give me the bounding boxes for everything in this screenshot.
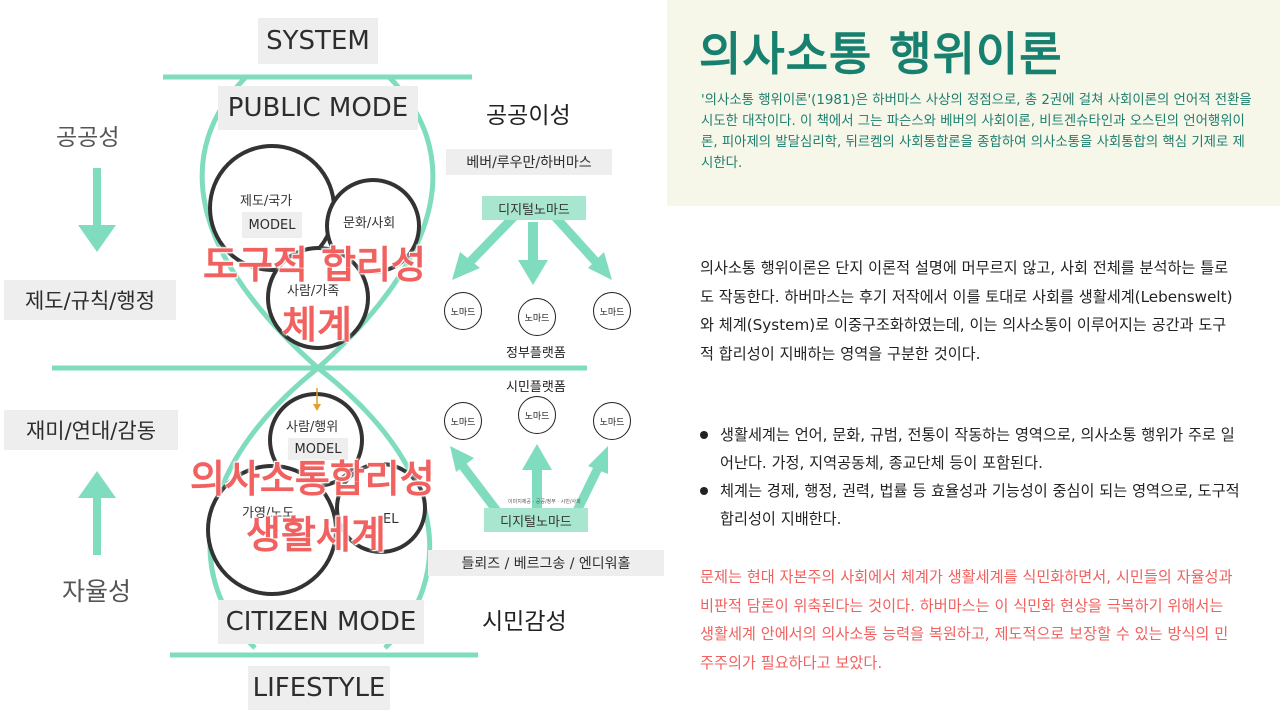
institution-state-label: 제도/국가	[240, 194, 293, 209]
system-red-label: 체계	[282, 303, 352, 347]
government-platform-label: 정부플랫폼	[506, 346, 566, 361]
instrumental-rationality-label: 도구적 합리성	[203, 243, 426, 287]
bullet-icon	[700, 431, 708, 439]
public-reason-label: 공공이성	[486, 103, 571, 129]
nomad-circle: 노마드	[593, 292, 631, 330]
top-model-label: MODEL	[242, 212, 302, 238]
public-mode-label: PUBLIC MODE	[218, 86, 418, 130]
diagram: SYSTEM PUBLIC MODE CITIZEN MODE LIFESTYL…	[4, 18, 664, 710]
list-item: 체계는 경제, 행정, 권력, 법률 등 효율성과 기능성이 중심이 되는 영역…	[700, 477, 1240, 533]
culture-society-label: 문화/사회	[343, 216, 396, 231]
article-paragraph: 의사소통 행위이론은 단지 이론적 설명에 머무르지 않고, 사회 전체를 분석…	[700, 259, 1233, 363]
nomad-circle: 노마드	[444, 402, 482, 440]
article-bullet-list: 생활세계는 언어, 문화, 규범, 전통이 작동하는 영역으로, 의사소통 행위…	[700, 421, 1240, 533]
fun-solidarity-emotion-label: 재미/연대/감동	[4, 410, 178, 450]
institution-rules-admin-label: 제도/규칙/행정	[4, 280, 176, 320]
citizen-mode-label: CITIZEN MODE	[218, 600, 424, 644]
lifestyle-label: LIFESTYLE	[248, 666, 390, 710]
lifeworld-red-label: 생활세계	[246, 513, 386, 557]
bottom-model-label: MODEL	[288, 438, 348, 460]
article-title: 의사소통 행위이론	[699, 27, 1063, 81]
citizen-platform-label: 시민플랫폼	[506, 380, 566, 395]
bullet-text: 생활세계는 언어, 문화, 규범, 전통이 작동하는 영역으로, 의사소통 행위…	[720, 426, 1235, 472]
tiny-caption: 이미지제공 · 공공/정부 · 시민/사회	[508, 499, 581, 505]
publicness-label: 공공성	[56, 125, 120, 151]
family-labor-label: 가영/노도	[242, 506, 295, 521]
list-item: 생활세계는 언어, 문화, 규범, 전통이 작동하는 영역으로, 의사소통 행위…	[700, 421, 1240, 477]
nomad-circle: 노마드	[518, 298, 556, 336]
nomad-circle: 노마드	[518, 396, 556, 434]
nomad-circle: 노마드	[444, 292, 482, 330]
bullet-icon	[700, 487, 708, 495]
communicative-rationality-label: 의사소통합리성	[190, 457, 435, 501]
citizen-sensibility-label: 시민감성	[482, 609, 567, 635]
people-family-label: 사람/가족	[287, 284, 340, 299]
digital-nomad-bottom-box: 디지털노마드	[484, 508, 588, 532]
bottom-model-fragment: EL	[383, 512, 399, 527]
bullet-text: 체계는 경제, 행정, 권력, 법률 등 효율성과 기능성이 중심이 되는 영역…	[720, 482, 1240, 528]
article-header: 의사소통 행위이론 '의사소통 행위이론'(1981)은 하버마스 사상의 정점…	[667, 0, 1280, 206]
thinkers-bottom-label: 들뢰즈 / 베르그송 / 엔디워홀	[428, 550, 664, 576]
article-panel: 의사소통 행위이론 '의사소통 행위이론'(1981)은 하버마스 사상의 정점…	[667, 0, 1280, 720]
digital-nomad-top-box: 디지털노마드	[482, 196, 586, 220]
system-label: SYSTEM	[258, 18, 378, 64]
diagram-graphics	[52, 74, 612, 658]
people-action-label: 사람/행위	[286, 420, 339, 435]
nomad-circle: 노마드	[593, 402, 631, 440]
autonomy-label: 자율성	[62, 577, 132, 606]
article-conclusion: 문제는 현대 자본주의 사회에서 체계가 생활세계를 식민화하면서, 시민들의 …	[700, 568, 1233, 672]
article-intro: '의사소통 행위이론'(1981)은 하버마스 사상의 정점으로, 총 2권에 …	[701, 93, 1252, 171]
thinkers-top-label: 베버/루우만/하버마스	[446, 149, 612, 175]
